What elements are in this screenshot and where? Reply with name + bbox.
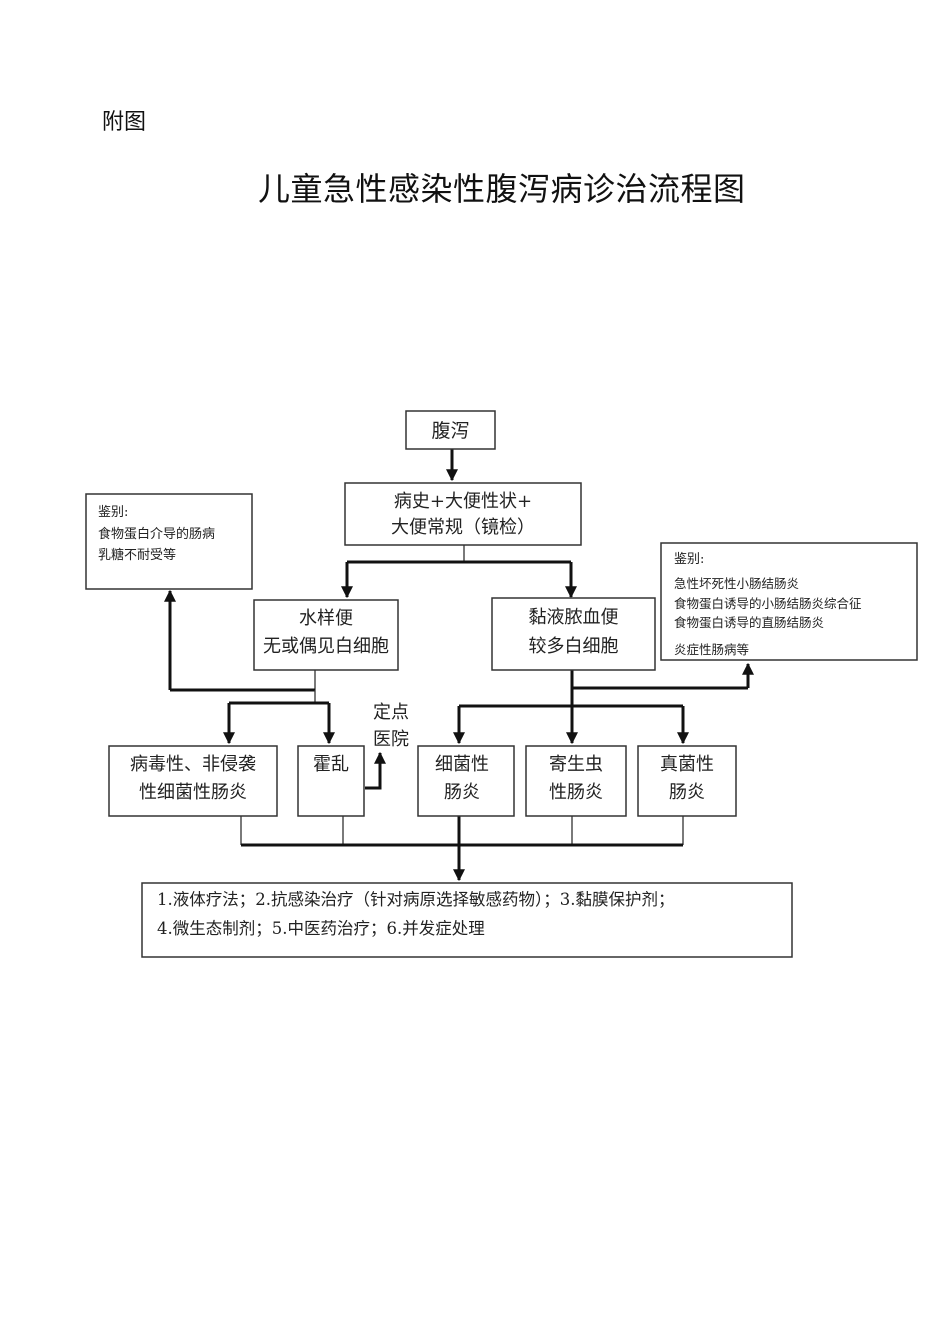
- node-treatment-line-2: 4.微生态制剂；5.中医药治疗；6.并发症处理: [157, 919, 485, 938]
- node-diff-right-line-4: 食物蛋白诱导的直肠结肠炎: [674, 615, 824, 630]
- node-designated-hospital-line-2: 医院: [373, 729, 409, 750]
- node-diff-left-line-3: 乳糖不耐受等: [98, 547, 176, 563]
- node-start-line-1: 腹泻: [431, 420, 469, 442]
- node-watery-line-1: 水样便: [299, 608, 353, 629]
- node-history-line-2: 大便常规（镜检）: [391, 517, 535, 538]
- node-bacterial-line-2: 肠炎: [444, 782, 480, 803]
- node-history: 病史+大便性状+ 大便常规（镜检）: [344, 482, 582, 546]
- node-diff-left-line-2: 食物蛋白介导的肠病: [98, 526, 215, 542]
- node-diff-right-line-3: 食物蛋白诱导的小肠结肠炎综合征: [674, 596, 862, 611]
- node-parasitic: 寄生虫 性肠炎: [525, 745, 627, 817]
- node-watery-line-2: 无或偶见白细胞: [263, 636, 389, 657]
- node-parasitic-line-2: 性肠炎: [549, 782, 603, 803]
- node-treatment-line-1: 1.液体疗法；2.抗感染治疗（针对病原选择敏感药物）；3.黏膜保护剂；: [157, 890, 674, 909]
- arrow-cholera-to-hospital: [365, 751, 386, 790]
- node-viral-line-1: 病毒性、非侵袭: [130, 754, 256, 775]
- node-diff-right-line-2: 急性坏死性小肠结肠炎: [674, 576, 799, 591]
- node-designated-hospital: 定点 医院: [373, 702, 409, 750]
- node-cholera: 霍乱: [297, 745, 365, 817]
- node-fungal-line-2: 肠炎: [669, 782, 705, 803]
- node-diff-right-line-5: 炎症性肠病等: [674, 642, 749, 657]
- node-start: 腹泻: [405, 410, 496, 450]
- node-fungal: 真菌性 肠炎: [637, 745, 737, 817]
- connectors: [164, 449, 754, 882]
- node-cholera-line-1: 霍乱: [313, 754, 349, 775]
- node-diff-left-line-1: 鉴别:: [98, 505, 128, 520]
- node-viral: 病毒性、非侵袭 性细菌性肠炎: [108, 745, 278, 817]
- node-mucus-line-1: 黏液脓血便: [529, 607, 619, 628]
- node-viral-line-2: 性细菌性肠炎: [139, 782, 247, 803]
- node-diff-right: 鉴别: 急性坏死性小肠结肠炎 食物蛋白诱导的小肠结肠炎综合征 食物蛋白诱导的直肠…: [660, 542, 918, 661]
- node-watery: 水样便 无或偶见白细胞: [253, 599, 399, 671]
- node-history-line-1: 病史+大便性状+: [394, 491, 532, 512]
- node-parasitic-line-1: 寄生虫: [549, 754, 603, 775]
- node-diff-left: 鉴别: 食物蛋白介导的肠病 乳糖不耐受等: [85, 493, 253, 590]
- node-bacterial-line-1: 细菌性: [435, 754, 489, 775]
- node-fungal-line-1: 真菌性: [660, 754, 714, 775]
- appendix-label: 附图: [102, 110, 147, 135]
- page-title: 儿童急性感染性腹泻病诊治流程图: [258, 170, 746, 208]
- node-designated-hospital-line-1: 定点: [373, 702, 409, 723]
- node-bacterial: 细菌性 肠炎: [417, 745, 515, 817]
- node-diff-right-line-1: 鉴别:: [674, 552, 704, 567]
- node-mucus-line-2: 较多白细胞: [529, 636, 619, 657]
- node-mucus: 黏液脓血便 较多白细胞: [491, 597, 656, 671]
- node-treatment: 1.液体疗法；2.抗感染治疗（针对病原选择敏感药物）；3.黏膜保护剂； 4.微生…: [141, 882, 793, 958]
